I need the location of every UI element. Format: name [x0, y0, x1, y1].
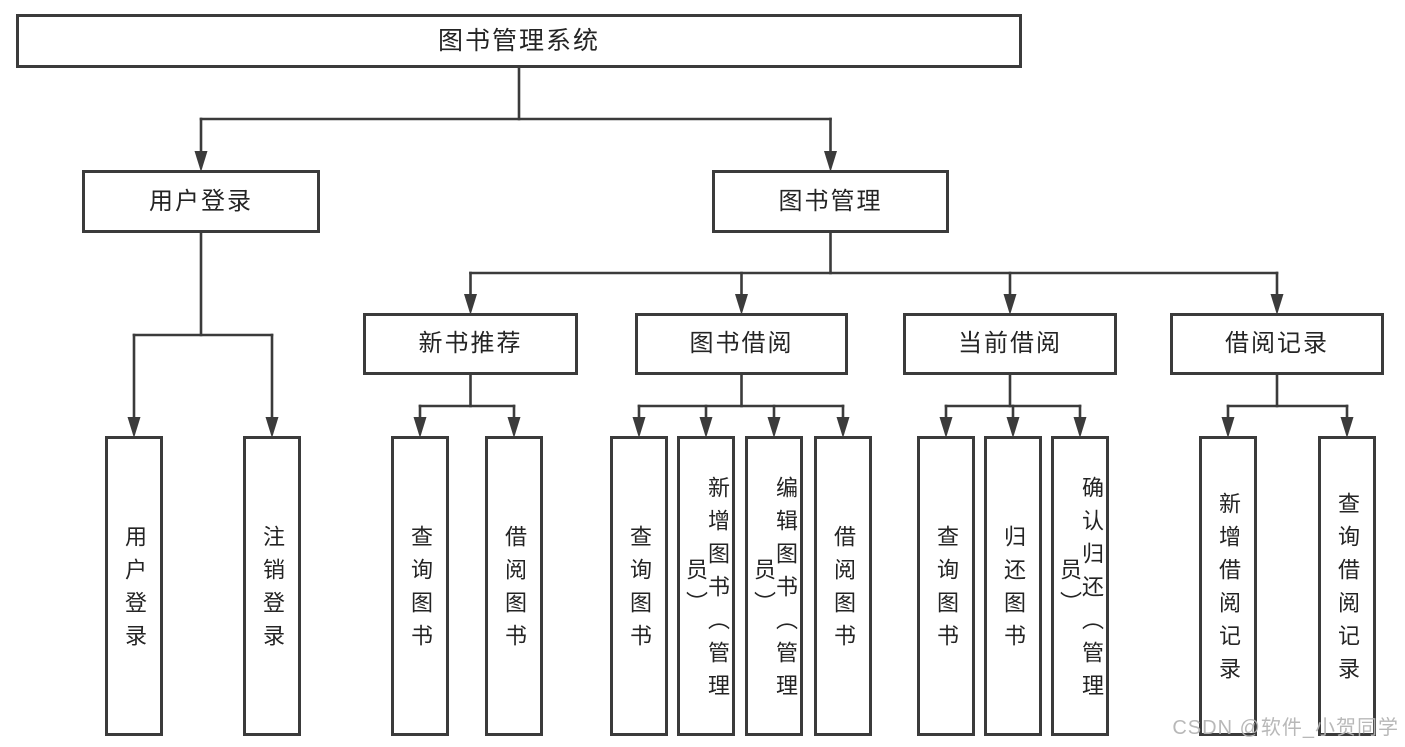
watermark: CSDN @软件_小贺同学 [1172, 717, 1399, 739]
arrow-head-icon [464, 294, 477, 315]
node-leaf-confirm-return-admin: 确认归还（管理员） [1051, 436, 1109, 736]
arrow-head-icon [1073, 417, 1087, 438]
node-leaf-query-book-current: 查询图书 [917, 436, 975, 736]
node-leaf-user-login: 用户登录 [105, 436, 163, 736]
arrow-head-icon [824, 151, 837, 172]
arrow-head-icon [1006, 417, 1020, 438]
node-book-management: 图书管理 [712, 170, 949, 233]
arrow-head-icon [127, 417, 141, 438]
node-leaf-logout-login: 注销登录 [243, 436, 301, 736]
node-leaf-edit-book-admin: 编辑图书（管理员） [745, 436, 803, 736]
node-current-borrow: 当前借阅 [903, 313, 1117, 375]
arrow-head-icon [1221, 417, 1235, 438]
arrow-head-icon [265, 417, 279, 438]
node-book-borrow: 图书借阅 [635, 313, 848, 375]
node-leaf-borrow-book-recommend: 借阅图书 [485, 436, 543, 736]
arrow-head-icon [1270, 294, 1284, 315]
arrow-head-icon [939, 417, 953, 438]
node-leaf-return-book: 归还图书 [984, 436, 1042, 736]
node-leaf-query-book-borrow: 查询图书 [610, 436, 668, 736]
node-borrow-records: 借阅记录 [1170, 313, 1384, 375]
arrow-head-icon [836, 417, 850, 438]
arrow-head-icon [1340, 417, 1354, 438]
node-leaf-borrow-book: 借阅图书 [814, 436, 872, 736]
node-leaf-query-book-recommend: 查询图书 [391, 436, 449, 736]
node-leaf-add-borrow-record: 新增借阅记录 [1199, 436, 1257, 736]
node-root-library-system: 图书管理系统 [16, 14, 1022, 68]
arrow-head-icon [699, 417, 713, 438]
arrow-head-icon [735, 294, 748, 315]
node-user-login: 用户登录 [82, 170, 320, 233]
node-leaf-add-book-admin: 新增图书（管理员） [677, 436, 735, 736]
arrow-head-icon [632, 417, 646, 438]
arrow-head-icon [413, 417, 427, 438]
node-leaf-query-borrow-record: 查询借阅记录 [1318, 436, 1376, 736]
arrow-head-icon [1003, 294, 1017, 315]
arrow-head-icon [194, 151, 208, 172]
node-new-book-recommend: 新书推荐 [363, 313, 578, 375]
arrow-head-icon [767, 417, 781, 438]
arrow-head-icon [507, 417, 521, 438]
